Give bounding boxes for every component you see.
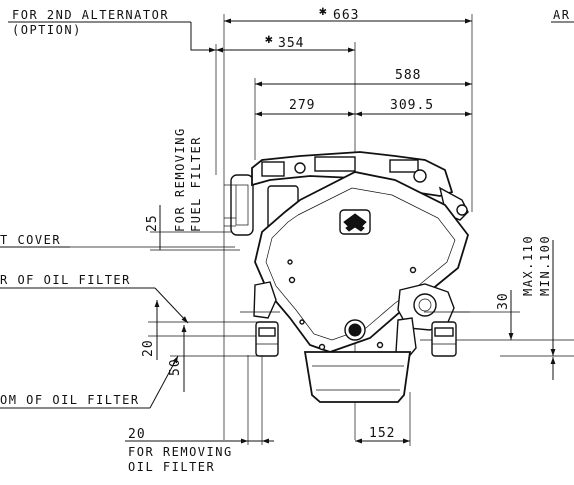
oil-filter-bottom-label: OM OF OIL FILTER — [0, 393, 140, 407]
alternator-leader — [190, 22, 215, 51]
oil-remove-label-line1: FOR REMOVING — [128, 445, 233, 459]
dim-20b-value: 20 — [128, 427, 146, 442]
oil-remove-label-line2: OIL FILTER — [128, 460, 215, 474]
max-label: MAX.110 — [521, 235, 535, 296]
fuel-filter-label-line1: FOR REMOVING — [173, 127, 187, 232]
dim-25-value: 25 — [145, 214, 160, 232]
dim-20-value: 20 — [141, 339, 156, 357]
min-label: MIN.100 — [538, 235, 552, 296]
dim-588-value: 588 — [395, 68, 421, 83]
engine-outline — [224, 151, 470, 403]
dim-279-value: 279 — [289, 98, 315, 113]
dim-50-value: 50 — [168, 358, 183, 376]
alternator-label-line1: FOR 2ND ALTERNATOR — [12, 8, 169, 22]
fuel-filter-label-line2: FUEL FILTER — [189, 136, 203, 232]
dim-663-value: 663 — [333, 8, 359, 23]
oil-bottom-leader — [149, 355, 179, 409]
alternator-label-line2: (OPTION) — [12, 23, 82, 37]
dim-30-value: 30 — [496, 292, 511, 310]
dim-152-value: 152 — [369, 426, 395, 441]
oil-filter-center-label: R OF OIL FILTER — [0, 273, 131, 287]
dim-309-value: 309.5 — [390, 98, 434, 113]
dim-663-asterisk: ✱ — [319, 4, 328, 19]
oil-center-leader — [154, 287, 189, 324]
dim-354-value: 354 — [278, 36, 304, 51]
cover-label: T COVER — [0, 233, 61, 247]
top-right-label: AR — [553, 8, 570, 22]
dim-354-asterisk: ✱ — [265, 32, 274, 47]
